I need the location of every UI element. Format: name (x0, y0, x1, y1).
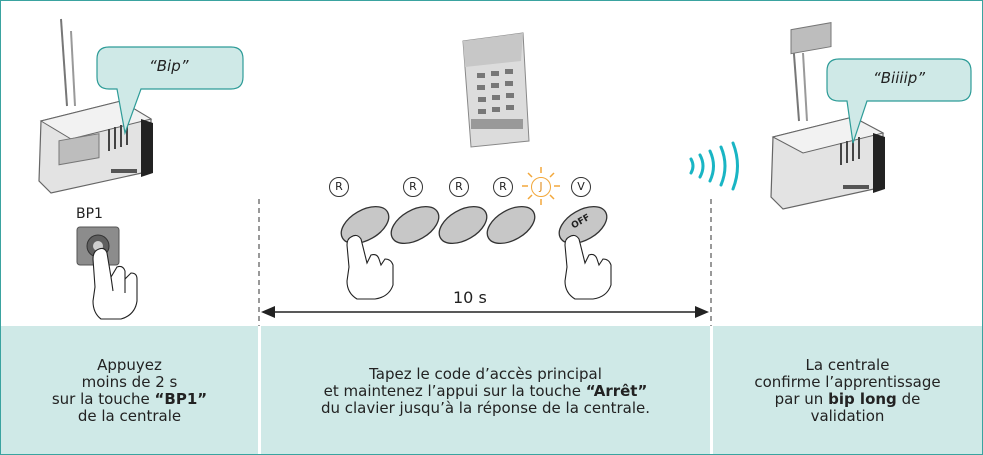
control-unit-left (38, 18, 153, 194)
key-ovals (340, 205, 608, 245)
panel-right: La centrale confirme l’apprentissage par… (713, 326, 982, 454)
control-unit-right (770, 22, 885, 210)
panel-right-line2: confirme l’apprentissage (754, 373, 941, 391)
key-letter-r1: R (329, 177, 349, 197)
speech-bubble-right (826, 58, 972, 144)
duration-arrow (261, 306, 709, 318)
indicator-light-rays (522, 167, 560, 205)
panel-left-line2: moins de 2 s (81, 373, 178, 391)
panel-middle: Tapez le code d’accès principal et maint… (261, 326, 710, 454)
panel-left-line3-bold: “BP1” (154, 390, 208, 408)
panel-middle-line2-bold: “Arrêt” (585, 381, 648, 400)
keypad-remote (462, 32, 530, 148)
panel-right-line3-pre: par un (774, 390, 829, 408)
key-letter-v: V (571, 177, 591, 197)
hand-keypad-left (346, 234, 394, 300)
panel-middle-line2: et maintenez l’appui sur la touche “Arrê… (321, 381, 650, 400)
panel-middle-line1: Tapez le code d’accès principal (369, 364, 602, 383)
bubble-right-text: “Biiiip” (873, 69, 926, 87)
panel-left-line3: sur la touche “BP1” (52, 391, 207, 408)
panel-right-line1: La centrale (805, 356, 890, 374)
panel-left: Appuyez moins de 2 s sur la touche “BP1”… (1, 326, 258, 454)
bubble-left-text: “Bip” (149, 57, 189, 75)
signal-waves (689, 141, 739, 191)
key-letter-j: J (531, 177, 551, 197)
panel-middle-line2-pre: et maintenez l’appui sur la touche (323, 381, 586, 400)
hand-left (92, 247, 138, 320)
panel-right-line3-post: de (896, 390, 921, 408)
hand-keypad-right (564, 234, 612, 300)
key-letter-r4: R (493, 177, 513, 197)
speech-bubble-left (96, 46, 244, 136)
duration-label: 10 s (453, 288, 487, 307)
panel-right-line3: par un bip long de (754, 391, 940, 408)
panel-right-line4: validation (810, 407, 885, 425)
panel-left-line3-pre: sur la touche (51, 390, 155, 408)
panel-middle-line3: du clavier jusqu’à la réponse de la cent… (320, 398, 651, 417)
panel-left-line1: Appuyez (97, 356, 162, 374)
key-letter-r3: R (449, 177, 469, 197)
panel-right-line3-bold: bip long (828, 390, 897, 408)
panel-left-line4: de la centrale (77, 407, 182, 425)
key-letter-r2: R (403, 177, 423, 197)
bp1-label: BP1 (76, 206, 103, 222)
